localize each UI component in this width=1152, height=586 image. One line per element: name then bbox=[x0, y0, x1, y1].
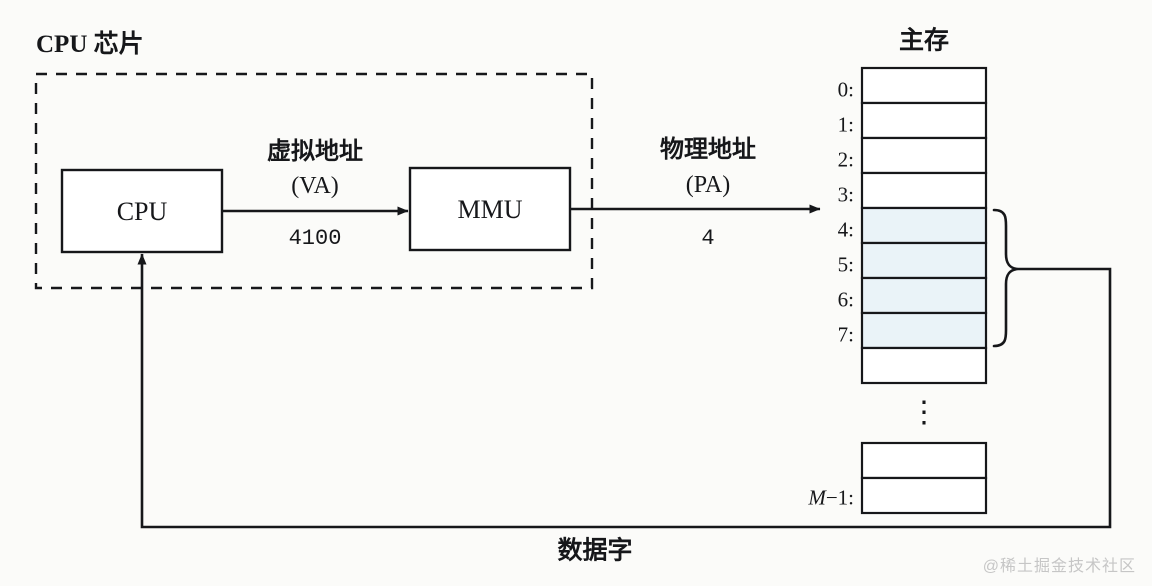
memory-last-label-symbol: M bbox=[808, 485, 826, 510]
mmu-box-label: MMU bbox=[457, 195, 523, 224]
memory-cell-3 bbox=[860, 171, 988, 210]
data-word-return-path bbox=[137, 253, 1112, 529]
main-memory-upper-block bbox=[860, 66, 988, 385]
cpu-box-label: CPU bbox=[116, 197, 168, 226]
memory-row-label-5: 5: bbox=[837, 252, 854, 277]
watermark: @稀土掘金技术社区 bbox=[982, 558, 1136, 575]
virtual-address-abbr: (VA) bbox=[291, 173, 339, 199]
memory-cell-tail-1 bbox=[860, 476, 988, 515]
virtual-address-label: 虚拟地址 bbox=[267, 139, 363, 165]
memory-row-label-6: 6: bbox=[837, 287, 854, 312]
memory-cell-tail-0 bbox=[860, 441, 988, 480]
memory-cell-8 bbox=[860, 346, 988, 385]
memory-range-brace bbox=[992, 208, 1019, 348]
memory-cell-7 bbox=[860, 311, 988, 350]
memory-row-label-3: 3: bbox=[837, 182, 854, 207]
virtual-address-value: 4100 bbox=[288, 226, 342, 251]
mmu-box bbox=[408, 166, 572, 252]
memory-row-label-2: 2: bbox=[837, 147, 854, 172]
memory-cell-2 bbox=[860, 136, 988, 175]
cpu-chip-title: CPU 芯片 bbox=[36, 31, 144, 58]
physical-address-abbr: (PA) bbox=[685, 172, 731, 198]
memory-cell-4 bbox=[860, 206, 988, 245]
data-word-label: 数据字 bbox=[557, 537, 633, 565]
memory-row-label-last: M−1: bbox=[808, 485, 854, 510]
cpu-box bbox=[60, 168, 224, 254]
memory-ellipsis: ⋮ bbox=[909, 396, 939, 429]
memory-row-label-7: 7: bbox=[837, 322, 854, 347]
main-memory-title: 主存 bbox=[898, 27, 950, 55]
memory-cell-0 bbox=[860, 66, 988, 105]
main-memory-lower-block bbox=[860, 441, 988, 515]
physical-address-value: 4 bbox=[701, 226, 715, 251]
memory-row-label-0: 0: bbox=[837, 77, 854, 102]
memory-row-label-1: 1: bbox=[837, 112, 854, 137]
memory-cell-6 bbox=[860, 276, 988, 315]
cpu-chip-boundary bbox=[34, 72, 594, 290]
physical-address-label: 物理地址 bbox=[660, 137, 756, 163]
memory-cell-1 bbox=[860, 101, 988, 140]
memory-row-label-4: 4: bbox=[837, 217, 854, 242]
memory-last-label-suffix: −1: bbox=[825, 485, 854, 510]
memory-cell-5 bbox=[860, 241, 988, 280]
